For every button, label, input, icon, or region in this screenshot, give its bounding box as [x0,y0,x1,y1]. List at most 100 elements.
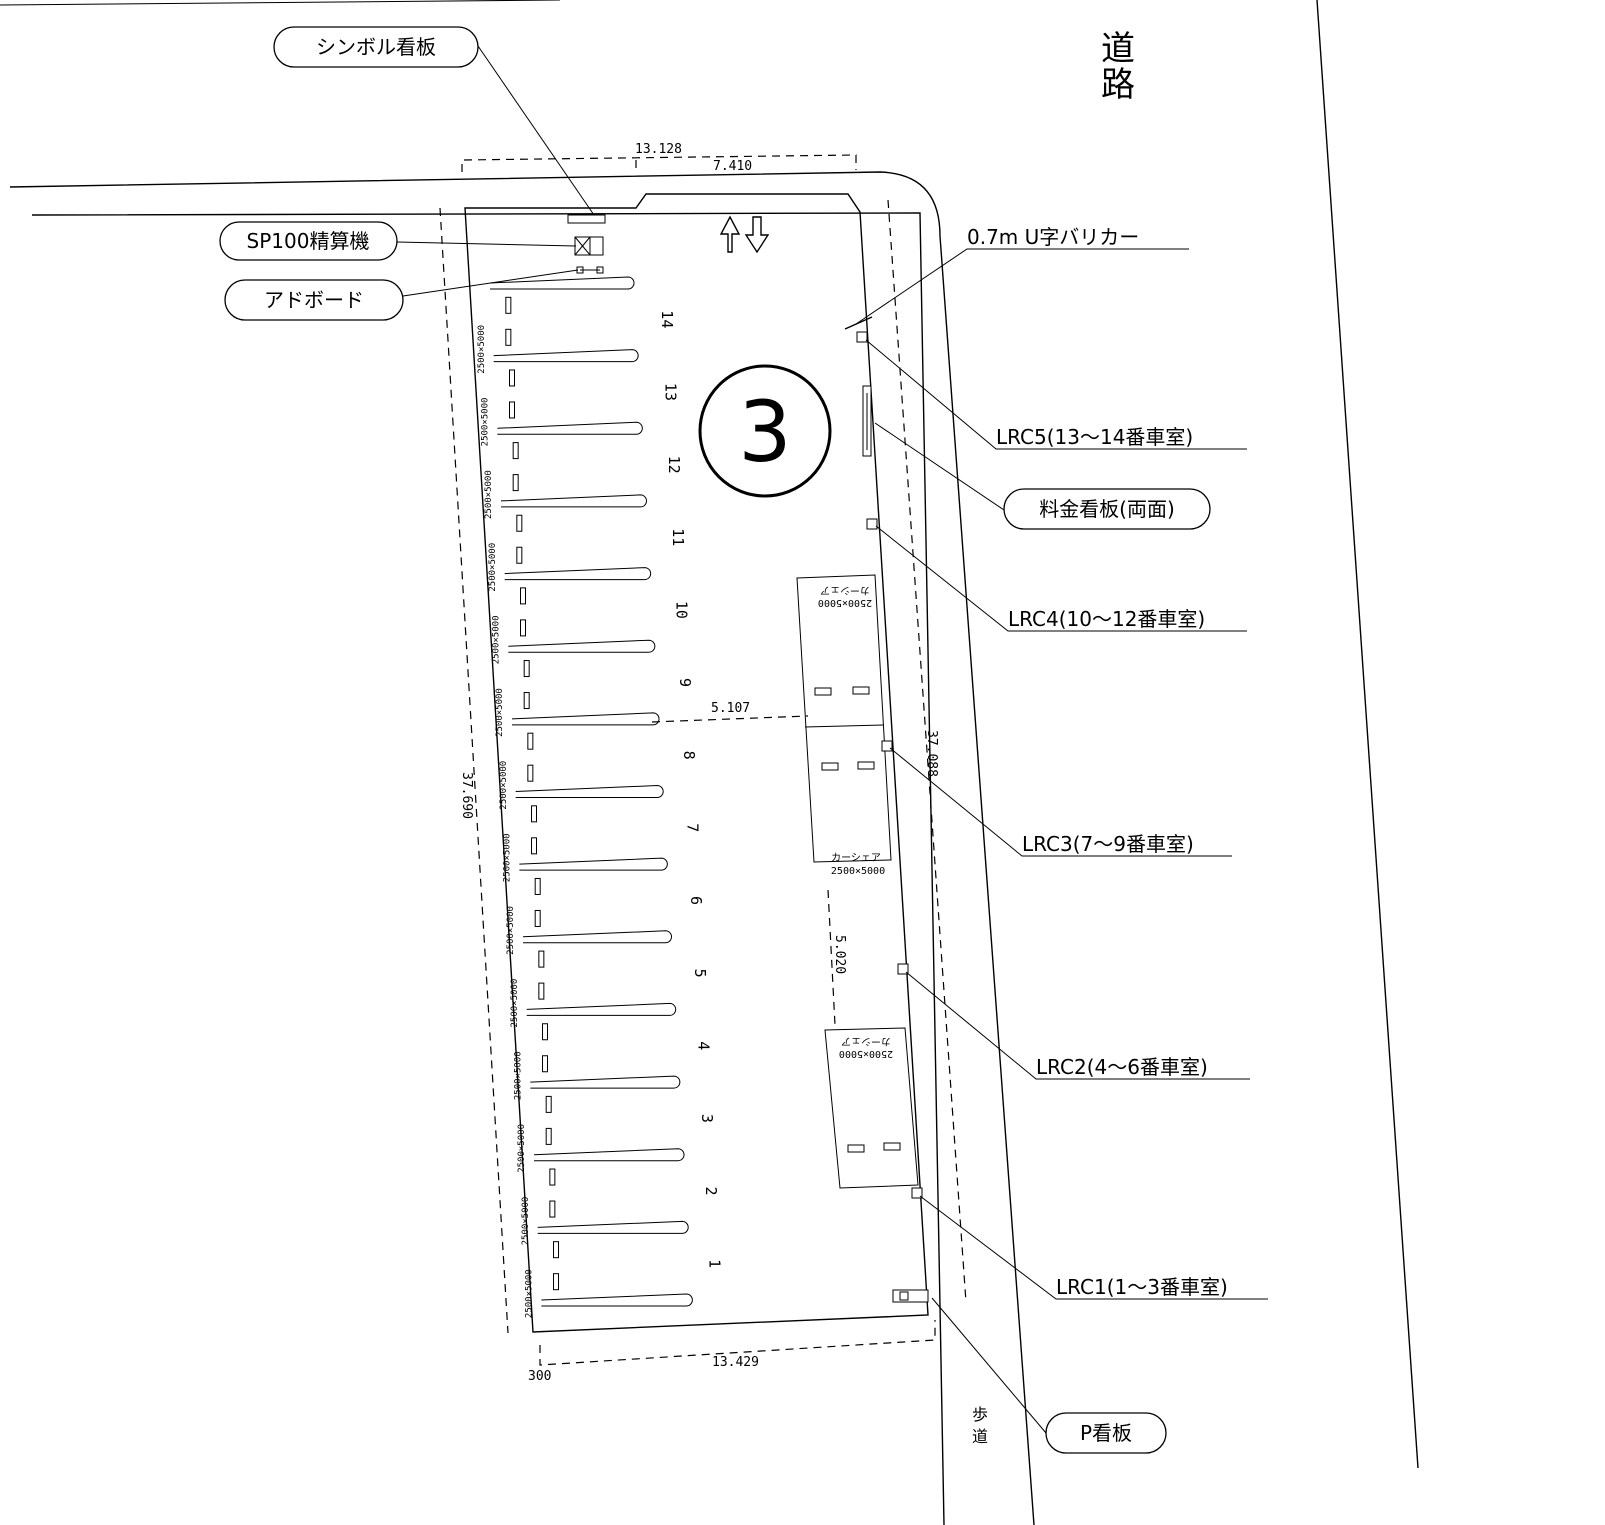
lot-outline [464,193,929,1333]
stall-size-label: 2500×5000 [506,906,516,955]
road-far-edge [1316,0,1419,1469]
ad-board-callout: アドボード [224,279,404,321]
road-curb-outer [9,171,1035,1525]
wheel-stop [505,328,512,346]
carshare-lower-size: 2500×5000 [831,866,885,877]
wheel-stop [520,587,527,605]
stall-number: 4 [695,1041,713,1050]
wheel-stop [520,619,527,637]
dim-top-partial: 7.410 [713,159,752,174]
wheel-stop [531,837,538,855]
stall-number: 5 [691,969,709,978]
wheel-stop [505,296,512,314]
price-sign-callout: 料金看板(両面) [1003,488,1211,530]
stall-divider [537,1220,689,1234]
dim-left-depth: 37.690 [459,772,474,819]
wheel-stop [531,805,538,823]
wheel-stop [549,1200,556,1218]
sp100-callout: SP100精算機 [219,221,398,261]
stall-size-label: 2500×5000 [503,833,513,882]
dim-bottom-offset: 300 [528,1369,551,1384]
stall-divider [526,1002,677,1016]
lrc2-icon [897,963,909,975]
wheel-stop [553,1241,560,1259]
lot-number-circle [698,364,832,498]
symbol-sign-callout: シンボル看板 [273,26,479,68]
stall-divider [522,930,673,944]
symbol-sign-label: シンボル看板 [316,35,436,59]
stall-size-label: 2500×5000 [495,688,505,737]
stall-divider [497,421,643,435]
wheel-stop [553,1273,560,1291]
stall-divider [508,639,656,653]
dim-mid-width: 5.107 [711,701,750,716]
stall-divider [515,784,664,798]
wheel-stop [516,546,523,564]
stall-size-label: 2500×5000 [492,616,502,665]
lrc1-label: LRC1(1～3番車室) [1056,1275,1228,1299]
carshare-upper-label: カーシェア [820,584,870,596]
carshare-upper-size: 2500×5000 [818,597,872,608]
wheel-stop [534,909,541,927]
stall-number: 6 [687,896,705,905]
u-barricade-icon [844,316,873,330]
wheel-stop [534,877,541,895]
sidewalk-label-1: 歩 [972,1405,988,1424]
lrc2-label: LRC2(4～6番車室) [1036,1055,1208,1079]
stall-size-label: 2500×5000 [477,325,487,374]
stall-divider [500,494,647,508]
lrc3-label: LRC3(7～9番車室) [1022,832,1194,856]
stall-number: 11 [669,528,687,546]
stall-number: 1 [706,1259,724,1268]
wheel-stop [523,660,530,678]
stall-size-label: 2500×5000 [521,1197,531,1246]
lrc3-icon [881,740,893,752]
stall-divider [493,349,639,363]
sp100-label: SP100精算機 [247,229,370,253]
stall-number: 12 [665,456,683,474]
lrc4-label: LRC4(10～12番車室) [1008,607,1205,631]
stall-number: 10 [673,601,691,619]
up-arrow-icon [719,215,741,253]
stall-size-label: 2500×5000 [484,470,494,519]
stall-divider [530,1075,681,1089]
lrc5-icon [856,331,868,343]
ad-board-icon [576,266,604,274]
sp100-payment-machine-icon [574,236,604,256]
top-boundary-line [0,0,561,6]
p-sign-icon [892,1289,929,1303]
lrc5-label: LRC5(13～14番車室) [996,425,1193,449]
u-barricade-label: 0.7m U字バリカー [967,225,1139,249]
lot-number: 3 [738,383,791,481]
stall-divider [534,1148,685,1162]
carshare-block-lower: カーシェア 2500×5000 [824,1027,919,1189]
wheel-stop [545,1095,552,1113]
wheel-stop [512,474,519,492]
stall-size-label: 2500×5000 [517,1124,527,1173]
carshare-lower-label: カーシェア [831,852,881,864]
wheel-stop [545,1127,552,1145]
dimension-lines [439,154,967,1366]
p-sign-label: P看板 [1080,1421,1132,1445]
stall-divider [541,1293,693,1307]
price-sign-label: 料金看板(両面) [1039,497,1175,521]
p-sign-callout: P看板 [1045,1412,1167,1454]
lrc1-icon [911,1187,923,1199]
wheel-stop [549,1168,556,1186]
stall-size-label: 2500×5000 [499,761,509,810]
wheel-stop [509,401,516,419]
carshare-block-upper: カーシェア 2500×5000 カーシェア 2500×5000 [796,574,892,877]
leader-lines [396,45,1268,1434]
stall-divider [489,276,635,290]
carshare-lower-block-label: カーシェア [841,1035,891,1047]
parking-stalls: 2500×500012500×500022500×500032500×50004… [477,276,724,1318]
wheel-stop [512,442,519,460]
wheel-stop [527,764,534,782]
road-label-1: 道 [1101,29,1135,69]
stall-divider [511,712,660,726]
wheel-stop [527,732,534,750]
stall-number: 8 [680,751,698,760]
dim-top-total: 13.128 [635,142,682,157]
dim-right-depth: 37.088 [924,730,939,777]
wheel-stop [542,1023,549,1041]
